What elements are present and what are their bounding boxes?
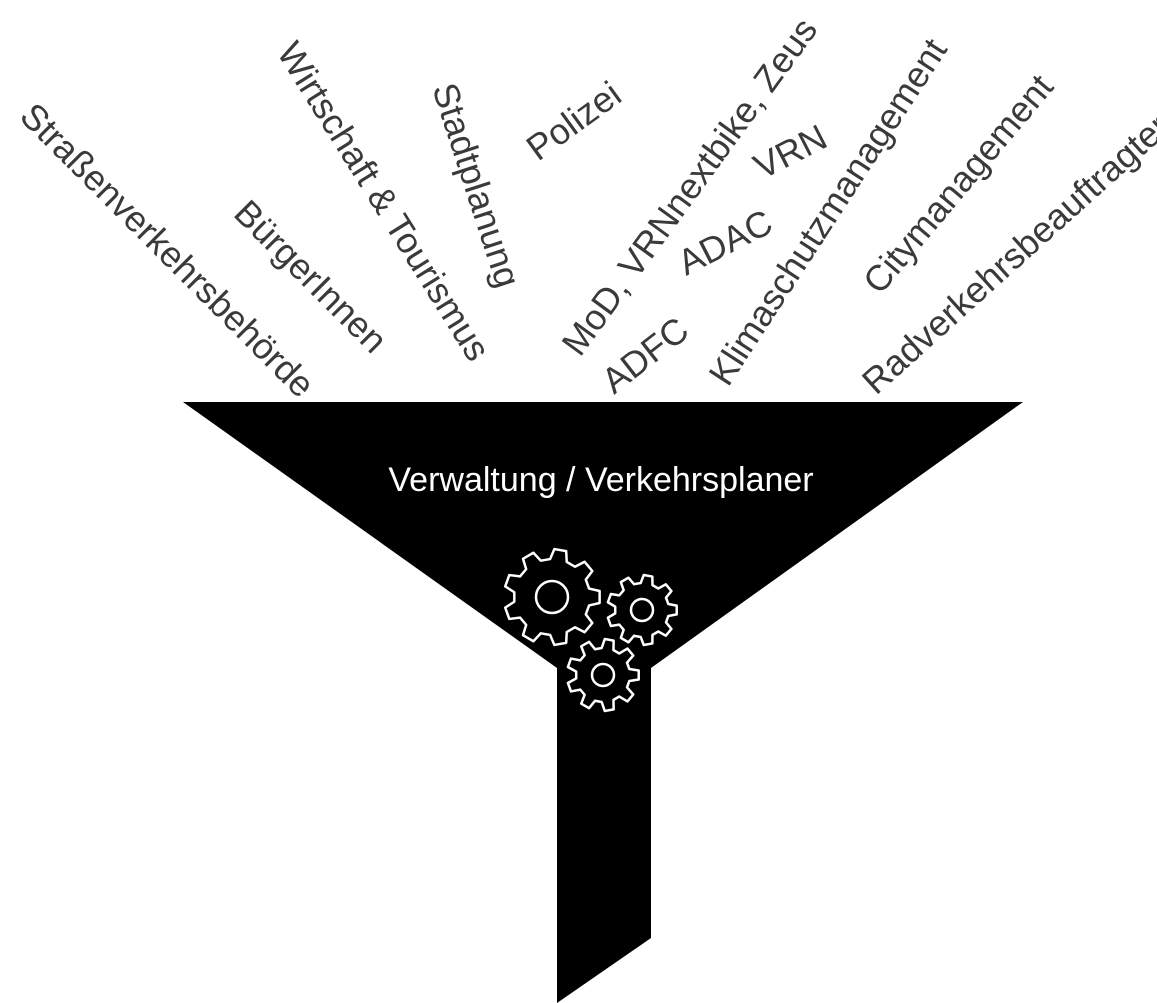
medium-gear-icon: [606, 573, 678, 647]
funnel-title: Verwaltung / Verkehrsplaner: [388, 461, 813, 499]
stakeholder-vrn: VRN: [747, 116, 833, 187]
stakeholder-polizei: Polizei: [519, 73, 629, 169]
small-gear-icon: [566, 637, 640, 713]
large-gear-icon: [503, 547, 601, 647]
gears-icon: [503, 547, 678, 713]
